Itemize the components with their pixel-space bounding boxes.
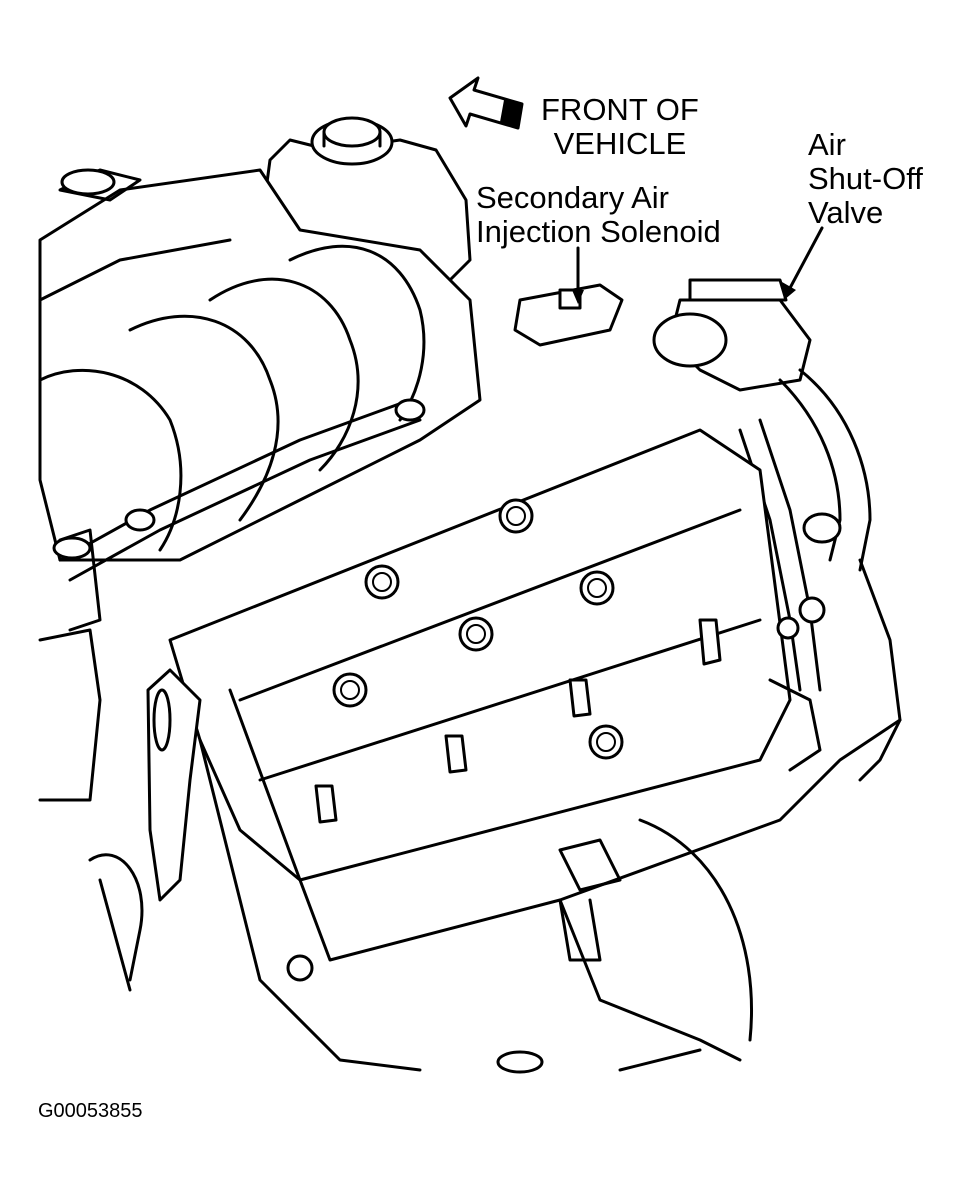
valve-label-line-1: Air	[808, 127, 846, 162]
right-manifold	[768, 558, 902, 782]
solenoid-label-line-1: Secondary Air	[476, 180, 669, 215]
front-of-vehicle-label: FRONT OF VEHICLE	[541, 93, 699, 161]
secondary-air-injection-solenoid	[513, 246, 624, 347]
front-direction-arrow	[448, 76, 524, 130]
shut-off-valve-label: Air Shut-Off Valve	[808, 128, 923, 230]
solenoid-label: Secondary Air Injection Solenoid	[476, 181, 721, 249]
front-label-line-2: VEHICLE	[553, 126, 687, 161]
figure-id: G00053855	[38, 1100, 143, 1122]
valve-cover	[168, 428, 792, 882]
fuel-rail	[58, 398, 426, 582]
air-shut-off-valve	[652, 226, 824, 392]
valve-label-line-3: Valve	[808, 195, 884, 230]
valve-label-line-2: Shut-Off	[808, 161, 923, 196]
intake-manifold	[38, 168, 482, 562]
engine-block-lower	[198, 718, 902, 1074]
left-bracket	[38, 528, 202, 992]
solenoid-label-line-2: Injection Solenoid	[476, 214, 721, 249]
front-label-line-1: FRONT OF	[541, 92, 699, 127]
